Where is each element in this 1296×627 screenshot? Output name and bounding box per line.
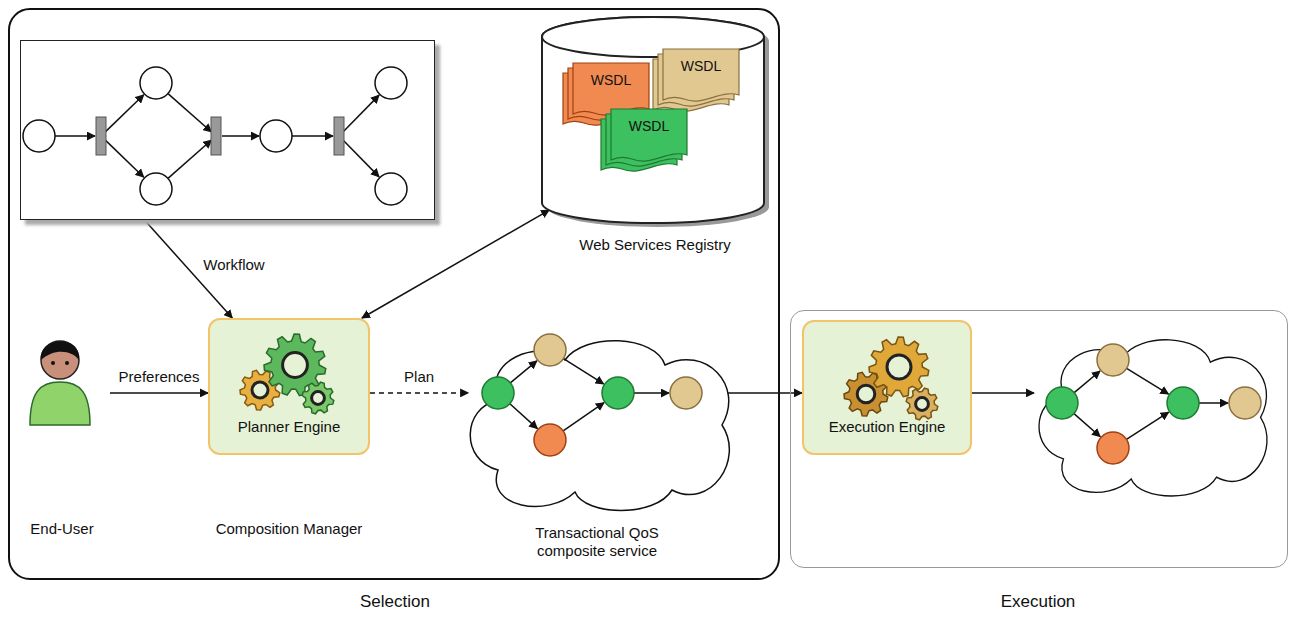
composite-service-cloud-art [460, 330, 735, 515]
node-label: Planner Engine [238, 418, 341, 436]
gear-icon [869, 337, 929, 397]
node-heading: Composition Manager [216, 520, 363, 538]
end-user-art [20, 330, 110, 545]
node-label: Execution Engine [829, 418, 946, 436]
workflow-box: Workflow [20, 40, 435, 220]
flow-arrow [1127, 368, 1169, 394]
petri-place [140, 67, 172, 99]
service-circle [534, 334, 566, 366]
petri-place [260, 120, 292, 152]
flow-arrow [168, 140, 212, 178]
node-label: End-User [30, 520, 93, 538]
petri-transition [334, 117, 344, 155]
gear-hole [887, 355, 911, 379]
person-hair [41, 341, 79, 360]
selection-panel: SelectionWorkflowWeb Services RegistryWS… [8, 8, 780, 580]
flow-arrow [343, 95, 379, 132]
node-label: WSDL [681, 58, 721, 75]
flow-arrow [564, 359, 604, 384]
petri-place [375, 67, 407, 99]
registry-cylinder: Web Services RegistryWSDLWSDLWSDL [540, 15, 770, 227]
end-user: End-User [20, 330, 110, 545]
connector-arrow [110, 392, 208, 394]
flow-arrow [1074, 371, 1100, 393]
document-page [573, 63, 649, 115]
service-circle [534, 424, 566, 456]
gear-icon [906, 388, 938, 420]
service-circle [670, 377, 702, 409]
person-eye [51, 361, 55, 365]
composite-service-cloud: Transactional QoS composite service [460, 330, 735, 515]
flow-arrow [55, 135, 95, 137]
service-circle [482, 377, 514, 409]
output-arrow [972, 392, 1034, 394]
service-circle [1167, 387, 1199, 419]
gear-hole [312, 392, 325, 405]
cloud-outline [470, 341, 729, 511]
flow-arrow [1199, 402, 1228, 404]
service-circle [1097, 344, 1129, 376]
node-label: Execution [1001, 592, 1076, 612]
planner-engine-box: Planner EngineComposition Manager [208, 318, 370, 455]
flow-arrow [1074, 414, 1100, 437]
gear-hole [283, 353, 308, 378]
node-label: WSDL [591, 72, 631, 89]
connector-arrow [362, 210, 549, 318]
edge-label: Preferences [117, 368, 202, 386]
gear-hole [857, 385, 875, 403]
petri-transition [96, 117, 106, 155]
flow-arrow [168, 94, 212, 132]
person-eye [65, 361, 69, 365]
document-page [663, 49, 739, 101]
execution-panel: ExecutionExecution Engine [790, 310, 1288, 568]
gear-icon [302, 382, 334, 414]
node-label: WSDL [629, 118, 669, 135]
flow-arrow [634, 392, 669, 394]
gear-hole [916, 398, 929, 411]
petri-transition [211, 117, 221, 155]
petri-place [23, 120, 55, 152]
connector-arrow [370, 392, 468, 394]
service-circle [1097, 432, 1129, 464]
service-circle [602, 377, 634, 409]
workflow-box-art [21, 41, 434, 219]
flow-arrow [563, 403, 604, 431]
petri-place [375, 173, 407, 205]
gear-hole [252, 382, 268, 398]
flow-arrow [105, 95, 143, 132]
execution-engine-box: Execution Engine [802, 320, 972, 455]
node-label: Transactional QoS composite service [522, 524, 672, 560]
service-circle [1229, 387, 1261, 419]
node-label: Selection [360, 592, 430, 612]
service-circle [1046, 387, 1078, 419]
flow-arrow [105, 140, 143, 177]
cloud-outline [1039, 340, 1267, 496]
flow-arrow [292, 135, 333, 137]
node-label: Web Services Registry [579, 236, 730, 254]
cylinder-body [542, 17, 764, 223]
petri-place [140, 173, 172, 205]
flow-arrow [222, 135, 259, 137]
edge-label: Plan [402, 368, 436, 386]
flow-arrow [510, 361, 537, 383]
wsdl-document: WSDL [600, 108, 690, 175]
person-body [30, 382, 90, 425]
wsdl-document: WSDL [652, 48, 742, 115]
output-cloud [1039, 340, 1267, 496]
document-page [611, 109, 687, 161]
person-head [41, 341, 79, 379]
node-label: Workflow [203, 256, 264, 274]
flow-arrow [1126, 412, 1168, 439]
flow-arrow [343, 140, 379, 177]
flow-arrow [510, 404, 538, 429]
